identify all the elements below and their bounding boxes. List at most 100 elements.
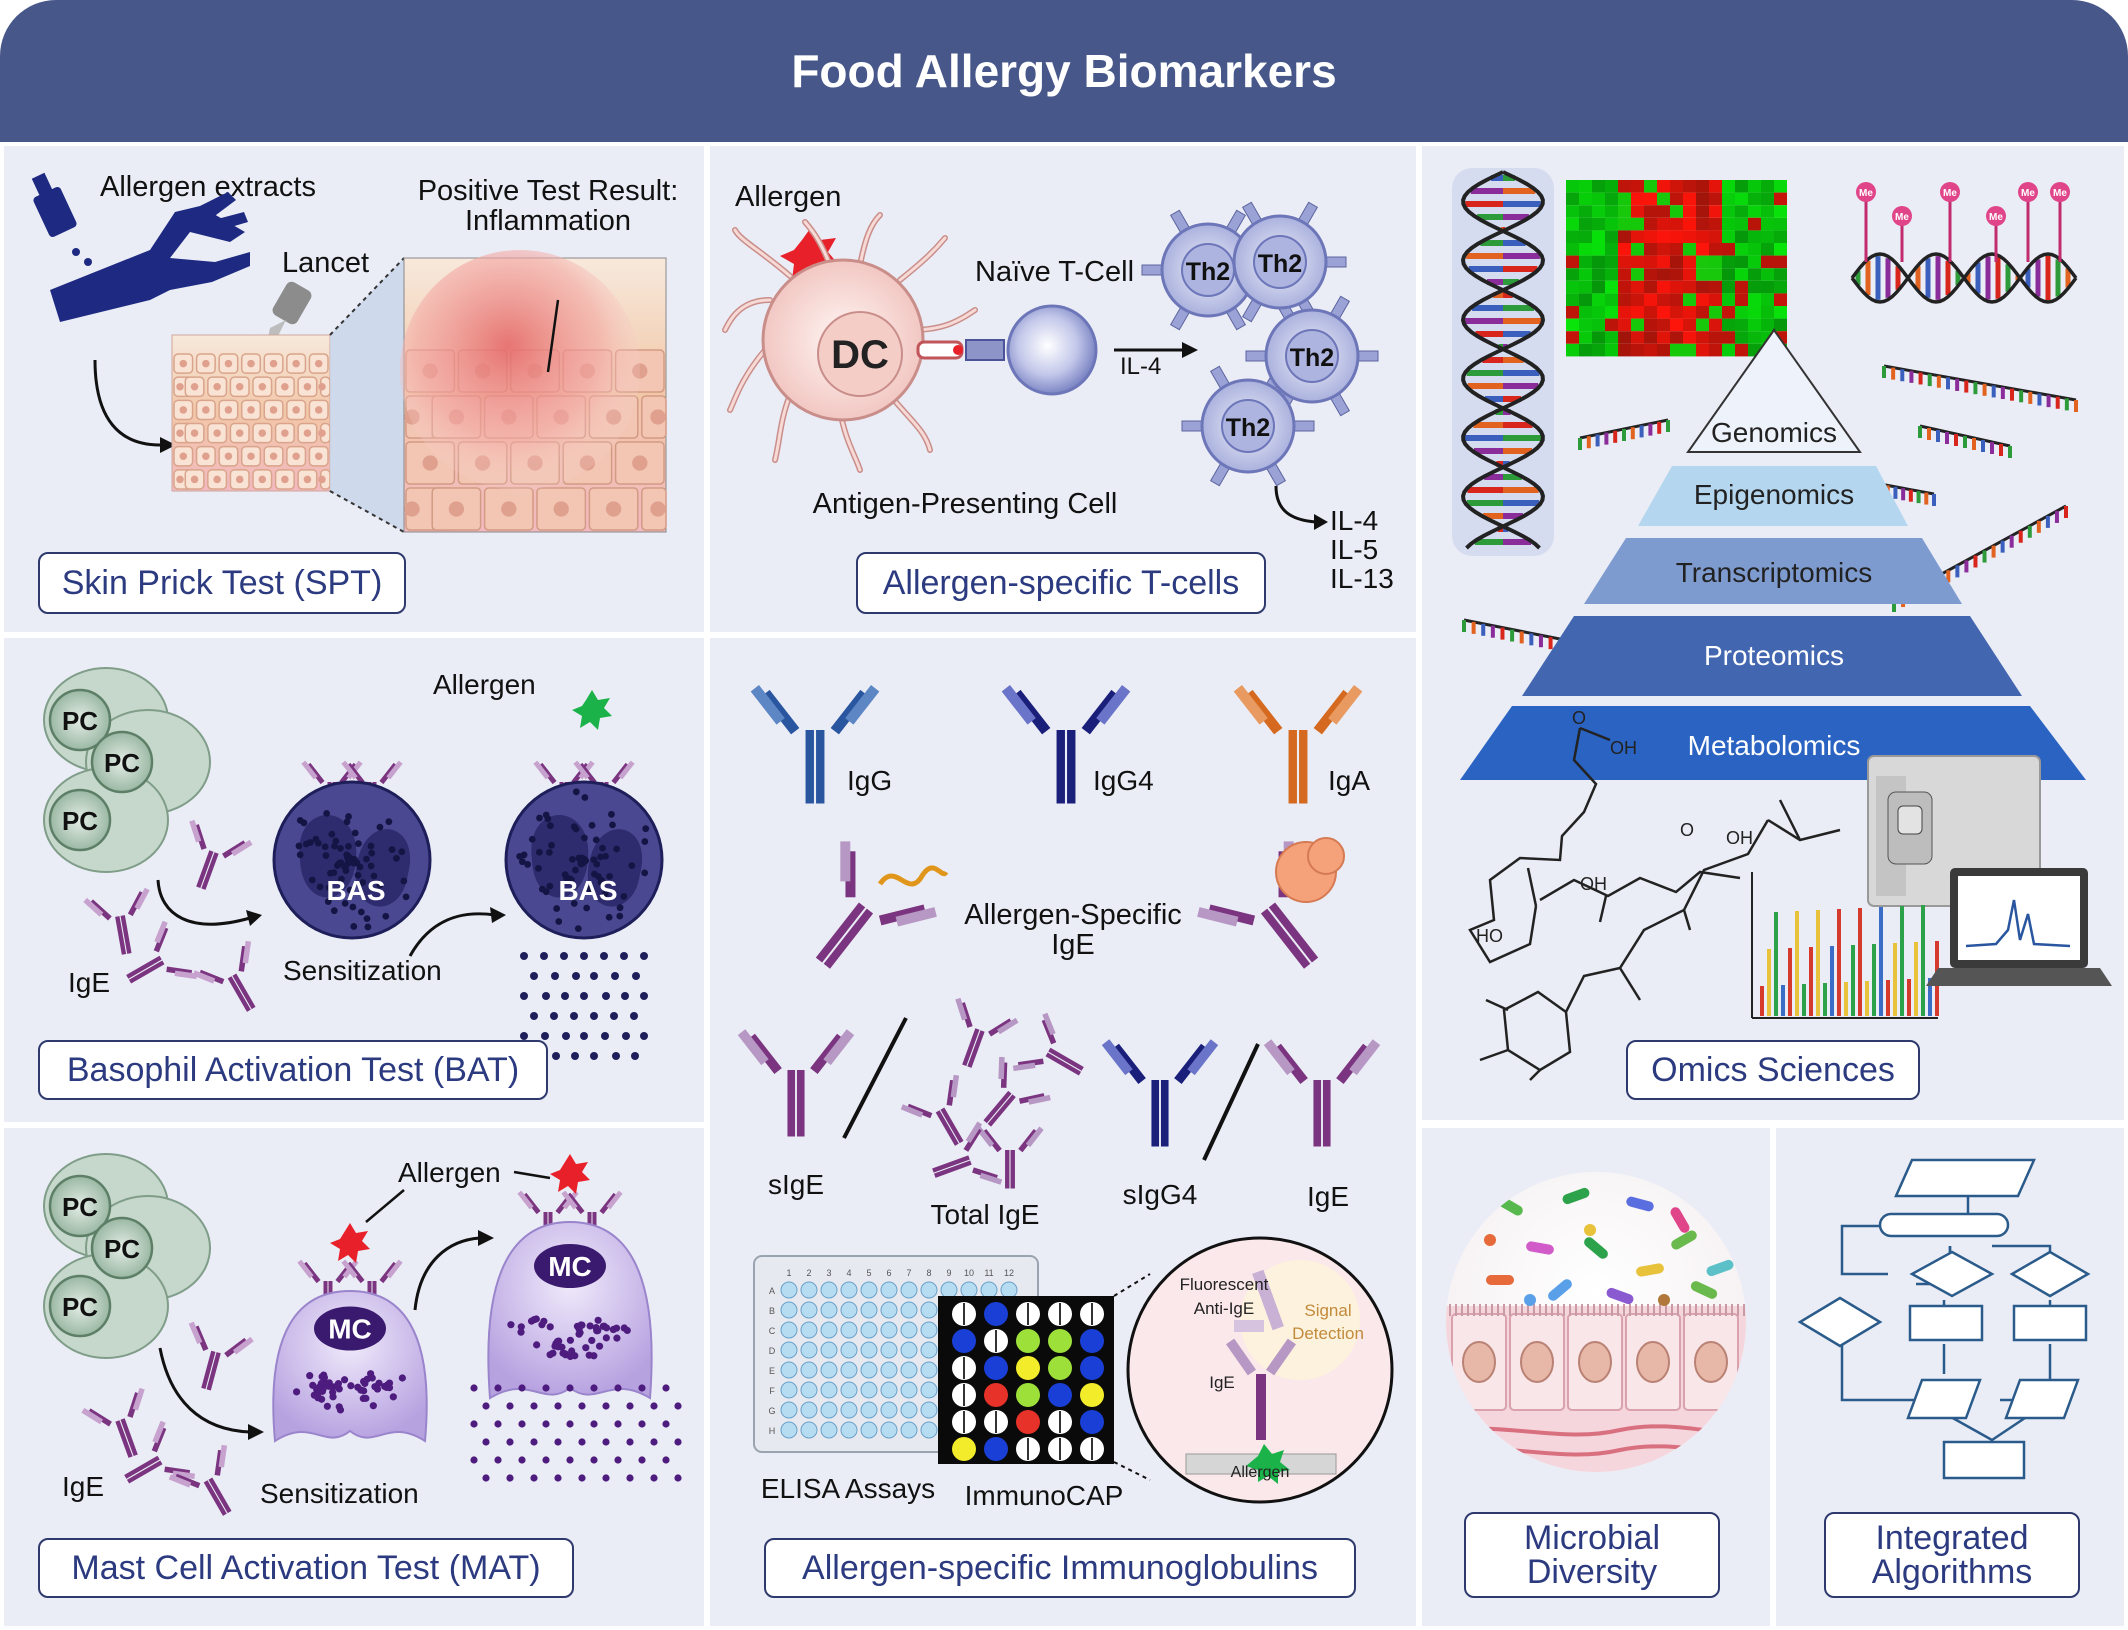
granule: [376, 881, 384, 889]
granule: [538, 1321, 546, 1329]
heatmap-cell: [1605, 268, 1618, 281]
array-spot: [952, 1437, 976, 1461]
flow-parallelogram-top: [1894, 1158, 2036, 1198]
plate-row-label: H: [769, 1426, 776, 1436]
skin-cell-nucleus: [190, 429, 199, 437]
granule: [554, 1343, 562, 1351]
granule: [335, 859, 343, 867]
heatmap-cell: [1644, 180, 1657, 193]
granule: [369, 1402, 377, 1410]
plate-col-label: 9: [946, 1268, 951, 1278]
heatmap-cell: [1774, 293, 1787, 306]
skin-cell-nucleus: [318, 475, 326, 484]
released-granule: [470, 1420, 478, 1428]
specific-ige-line2: IgE: [1051, 929, 1095, 961]
heatmap-cell: [1683, 343, 1696, 357]
plate-well: [900, 1381, 918, 1399]
heatmap-cell: [1722, 217, 1735, 231]
chem-oh-1: OH: [1610, 738, 1637, 758]
granule: [361, 1379, 369, 1388]
heatmap-cell: [1774, 180, 1787, 193]
released-granule: [590, 972, 598, 980]
pc-label: PC: [62, 1192, 98, 1222]
heatmap-cell: [1605, 180, 1618, 193]
immunocap-array: [938, 1296, 1114, 1464]
methyl-label: Me: [1895, 212, 1909, 223]
skin-cell-nucleus: [176, 429, 184, 437]
plate-well: [860, 1321, 878, 1339]
granule: [588, 1336, 596, 1345]
skin-cell-nucleus: [213, 429, 221, 437]
granule: [599, 844, 606, 852]
heatmap-cell: [1696, 268, 1709, 281]
heatmap-cell: [1774, 318, 1787, 332]
granule: [325, 1379, 333, 1387]
bacterium-icon: [1486, 1275, 1514, 1285]
granule: [593, 860, 601, 868]
heatmap-cell: [1735, 318, 1748, 332]
granule: [616, 912, 624, 920]
granule: [536, 814, 543, 822]
heatmap-cell: [1644, 343, 1657, 357]
granule: [542, 888, 550, 896]
igg4-label: IgG4: [1093, 765, 1154, 796]
heatmap-cell: [1631, 205, 1644, 218]
signal-line2: Detection: [1292, 1324, 1364, 1343]
heatmap-cell: [1709, 331, 1722, 344]
heatmap-cell: [1618, 331, 1631, 344]
heatmap-cell: [1748, 255, 1761, 269]
plate-well: [840, 1381, 858, 1399]
released-granule: [520, 992, 528, 1000]
flow-box-1: [1908, 1304, 1984, 1342]
array-spot: [984, 1356, 1008, 1380]
heatmap-cell: [1631, 255, 1644, 269]
granule: [507, 1321, 515, 1329]
heatmap-cell: [1566, 331, 1579, 344]
heatmap-cell: [1579, 280, 1592, 294]
granule: [535, 848, 543, 856]
mat-caption: Mast Cell Activation Test (MAT): [38, 1538, 574, 1598]
heatmap-cell: [1657, 255, 1670, 269]
bar: [1844, 982, 1848, 1016]
heatmap-cell: [1696, 255, 1709, 269]
skin-cell-nucleus: [501, 501, 517, 517]
allergen-icon: [550, 1154, 590, 1194]
bacterium-icon: [1706, 1259, 1734, 1277]
heatmap-cell: [1774, 217, 1787, 231]
array-spot: [1080, 1383, 1104, 1407]
skin-cell-nucleus: [224, 452, 233, 461]
released-granule: [621, 992, 629, 1000]
heatmap-cell: [1774, 280, 1787, 294]
plate-well: [920, 1301, 938, 1319]
plate-well: [880, 1301, 898, 1319]
granule: [367, 842, 375, 850]
th2-label: Th2: [1290, 344, 1334, 372]
heatmap-cell: [1722, 343, 1735, 357]
granule: [400, 877, 408, 885]
plate-row-label: E: [769, 1366, 775, 1376]
granule: [542, 811, 550, 819]
skin-cell-nucleus: [292, 359, 300, 368]
dna-strand: [1460, 170, 1546, 550]
immunocap-label: ImmunoCAP: [965, 1480, 1124, 1511]
granule: [561, 871, 569, 879]
granule: [518, 858, 526, 866]
heatmap-cell: [1566, 343, 1579, 357]
skin-cell-nucleus: [303, 382, 312, 391]
heatmap-cell: [1605, 318, 1618, 332]
heatmap-cell: [1748, 230, 1761, 243]
skin-cell-nucleus: [179, 452, 188, 461]
heatmap-cell: [1579, 293, 1592, 306]
heatmap-cell: [1683, 230, 1696, 243]
heatmap-cell: [1657, 280, 1670, 294]
dc-label: DC: [831, 333, 889, 377]
released-granule: [571, 1052, 579, 1060]
bar: [1865, 981, 1869, 1016]
heatmap-cell: [1579, 192, 1592, 206]
released-granule: [626, 1402, 634, 1410]
heatmap-cell: [1670, 306, 1683, 319]
heatmap-cell: [1618, 318, 1631, 332]
plate-well: [900, 1401, 918, 1419]
